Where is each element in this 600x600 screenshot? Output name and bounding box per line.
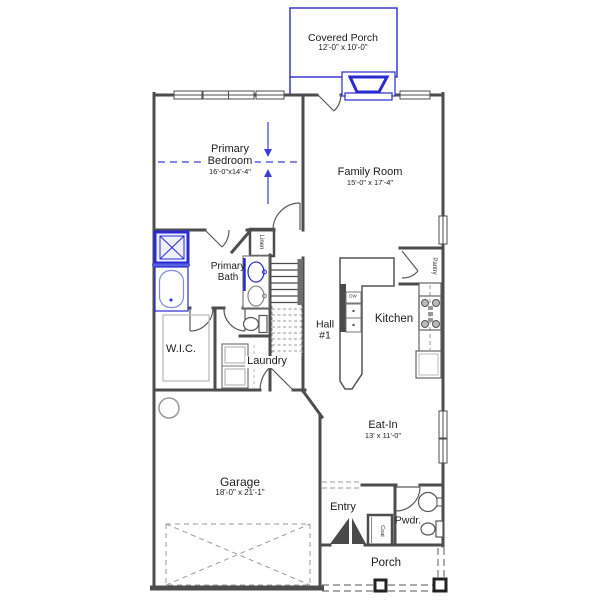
- pwdr-fixtures: [417, 491, 444, 538]
- window: [255, 90, 285, 100]
- window: [399, 90, 431, 100]
- wic-shelving: [162, 314, 210, 382]
- laundry-label: Laundry: [245, 355, 289, 368]
- stairs-dashed-upper: [271, 306, 303, 356]
- porch-label: Porch: [370, 556, 402, 569]
- shower: [152, 230, 190, 267]
- pwdr-label: Pwdr.: [394, 514, 422, 527]
- pedestal-sink: [417, 491, 443, 513]
- door-pantry: [401, 250, 419, 279]
- ceiling-annotation: [158, 122, 299, 204]
- eat-in-label: Eat-In 13' x 11'-0": [364, 419, 402, 440]
- bath-fixtures: [152, 230, 270, 334]
- bathtub: [154, 266, 189, 312]
- entry-label: Entry: [330, 501, 356, 514]
- range: [418, 295, 442, 331]
- family-room-label: Family Room 15'-0" x 17'-4": [337, 166, 403, 187]
- kitchen-label: Kitchen: [374, 312, 414, 325]
- window: [438, 215, 448, 245]
- door-garage-to-laundry: [259, 366, 294, 391]
- dishwasher-label: DW: [349, 293, 357, 299]
- kitchen-counter: [415, 282, 442, 379]
- pantry-label: Pantry: [431, 257, 438, 275]
- island-sink: [345, 303, 362, 333]
- window: [173, 90, 203, 100]
- stair-rail: [297, 259, 303, 305]
- window: [438, 438, 448, 464]
- door-pwdr: [395, 486, 421, 512]
- door-wic: [189, 307, 214, 332]
- toilet: [242, 314, 268, 334]
- refrigerator: [415, 350, 442, 379]
- hall-label: Hall #1: [315, 318, 335, 342]
- door-water-closet: [223, 307, 246, 332]
- primary-bath-label: Primary Bath: [210, 261, 246, 283]
- window: [202, 90, 255, 100]
- vanity: [242, 255, 270, 309]
- wall-bath-diagonal: [229, 228, 253, 255]
- front-door: [330, 518, 366, 544]
- porch-posts: [373, 577, 448, 593]
- wic-label: W.I.C.: [166, 343, 196, 356]
- coat-closet-label: Coat: [378, 525, 385, 537]
- covered-porch-label: Covered Porch 12'-0" x 10'-0": [307, 32, 379, 53]
- garage-door-area: [165, 523, 311, 586]
- kitchen-island: [339, 257, 395, 390]
- coat-closet: [366, 513, 394, 547]
- wall-garage-diagonal: [300, 388, 325, 420]
- sink: [247, 261, 267, 283]
- door-primary-bedroom: [272, 202, 301, 231]
- toilet: [420, 520, 444, 538]
- door-family-to-porch: [317, 94, 342, 112]
- window: [438, 410, 448, 439]
- linen-closet-label: Linen: [258, 234, 265, 250]
- porch-slab: [322, 548, 447, 592]
- windows: [173, 90, 448, 464]
- stairs: [271, 259, 303, 356]
- sink: [247, 285, 267, 307]
- entry-header-dashed: [322, 481, 362, 489]
- water-heater: [158, 397, 180, 419]
- doors: [189, 94, 421, 512]
- primary-bedroom-label: Primary Bedroom 16'-0"x14'-4": [205, 143, 255, 176]
- door-primary-bath: [204, 229, 230, 248]
- fireplace: [341, 71, 396, 101]
- garage-label: Garage 18'-0" x 21'-1": [215, 475, 265, 498]
- dishwasher: [345, 291, 362, 304]
